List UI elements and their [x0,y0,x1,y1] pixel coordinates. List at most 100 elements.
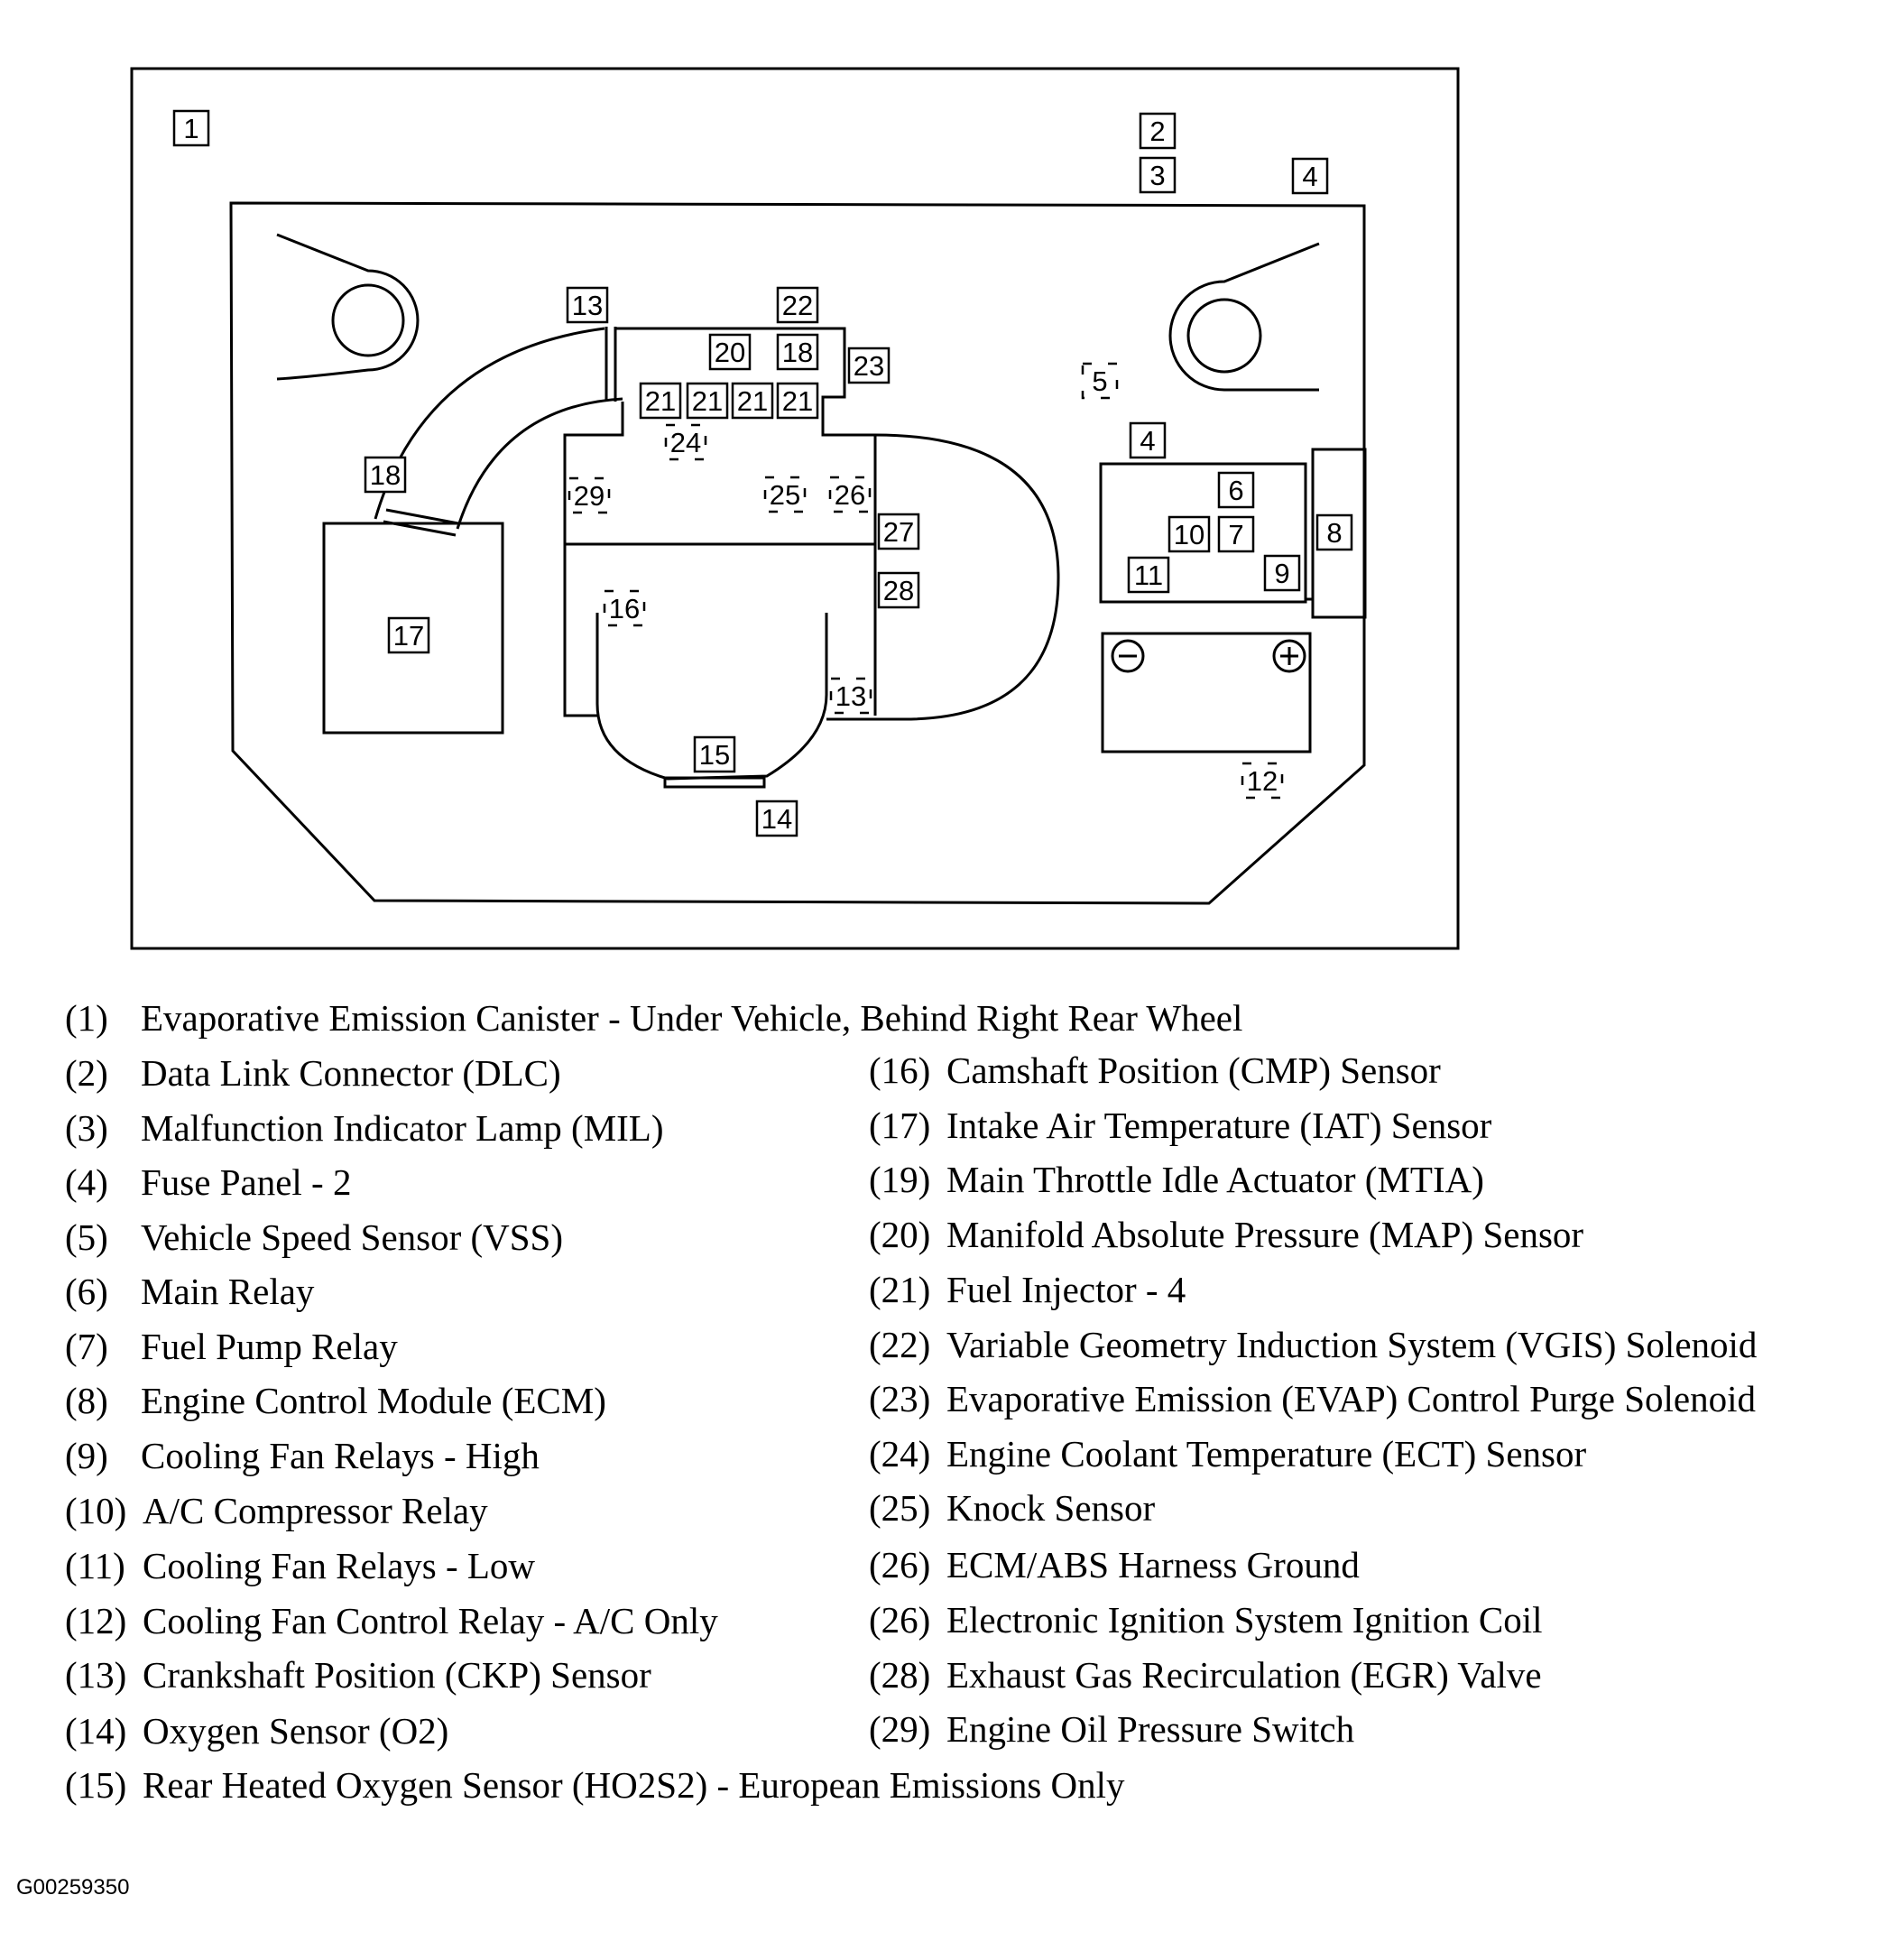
legend-text: Main Throttle Idle Actuator (MTIA) [946,1159,1484,1200]
legend-item: (5)Vehicle Speed Sensor (VSS) [65,1219,563,1256]
legend-text: Knock Sensor [946,1487,1156,1529]
legend-item: (15)Rear Heated Oxygen Sensor (HO2S2) - … [65,1767,1125,1804]
outer-frame [130,67,1460,950]
left-strut-tower [276,233,420,381]
callout-number: 11 [1134,559,1163,591]
legend-item: (25)Knock Sensor [869,1490,1155,1527]
callout-c17: 17 [387,616,430,654]
legend-number: (19) [869,1159,931,1200]
legend-item: (17)Intake Air Temperature (IAT) Sensor [869,1107,1491,1144]
legend-number: (8) [65,1380,108,1421]
fuse-relay-box [1099,462,1307,604]
legend-number: (12) [65,1600,127,1641]
callout-number: 10 [1174,519,1204,550]
engine-block [563,544,597,717]
callout-number: 4 [1302,161,1317,192]
callout-number: 5 [1092,365,1107,397]
legend-text: Main Relay [141,1271,315,1312]
legend-text: Intake Air Temperature (IAT) Sensor [946,1105,1492,1146]
legend-item: (1) Evaporative Emission Canister - Under… [65,1000,1242,1037]
callout-number: 7 [1228,519,1243,550]
legend-item: (8) Engine Control Module (ECM) [65,1382,606,1419]
callout-c26: 26 [828,476,872,513]
legend-text: Oxygen Sensor (O2) [143,1710,449,1752]
callout-c20: 20 [708,333,752,371]
callout-c28: 28 [877,571,920,609]
callout-number: 18 [782,337,813,368]
callout-c4b: 4 [1129,421,1167,459]
legend-number: (20) [869,1214,931,1255]
legend-item: (14) Oxygen Sensor (O2) [65,1713,448,1750]
callout-number: 20 [715,337,745,368]
legend-number: (1) [65,997,108,1039]
callout-c21d: 21 [776,382,819,420]
callout-number: 4 [1140,425,1155,457]
transaxle [826,433,1060,721]
legend-text: Exhaust Gas Recirculation (EGR) Valve [946,1654,1542,1696]
legend-text: Cooling Fan Relays - Low [143,1545,536,1586]
legend-number: (2) [65,1052,108,1094]
legend-text: Engine Control Module (ECM) [141,1380,606,1421]
legend-text: Fuse Panel - 2 [141,1161,352,1203]
callout-number: 9 [1274,558,1289,589]
legend-text: Manifold Absolute Pressure (MAP) Sensor [946,1214,1584,1255]
callout-number: 13 [572,290,603,321]
callout-number: 23 [854,350,884,382]
callout-number: 2 [1149,116,1165,147]
legend-item: (26)ECM/ABS Harness Ground [869,1547,1360,1584]
legend-number: (16) [869,1049,931,1091]
legend-item: (9)Cooling Fan Relays - High [65,1438,540,1475]
legend-number: (6) [65,1271,108,1312]
legend-text: A/C Compressor Relay [143,1490,488,1531]
callout-c12: 12 [1241,762,1284,800]
callout-number: 24 [670,427,701,458]
legend-number: (24) [869,1433,931,1475]
callout-c10: 10 [1168,515,1211,553]
callout-number: 18 [370,459,401,491]
callout-c2: 2 [1139,112,1177,150]
legend-number: (23) [869,1378,931,1419]
legend-number: (13) [65,1654,127,1696]
callout-number: 25 [770,479,800,511]
legend-number: (14) [65,1710,127,1752]
legend-number: (22) [869,1324,931,1365]
callout-number: 21 [737,385,768,417]
callout-c9: 9 [1263,554,1301,592]
legend-text: Electronic Ignition System Ignition Coil [946,1599,1543,1641]
legend-text: Evaporative Emission Canister - Under Ve… [141,997,1243,1039]
legend-text: Engine Oil Pressure Switch [946,1708,1355,1750]
callout-c15: 15 [693,735,736,773]
callout-c21c: 21 [731,382,774,420]
ecm-housing [1311,448,1367,619]
callout-number: 21 [692,385,723,417]
figure-id: G00259350 [16,1875,130,1900]
legend-item: (6) Main Relay [65,1273,314,1310]
engine-compartment-outline [229,201,1366,905]
legend-number: (11) [65,1545,125,1586]
callout-c18a: 18 [364,456,407,494]
air-filter-box [322,522,504,735]
legend-text: Fuel Pump Relay [141,1326,398,1367]
callout-c7: 7 [1217,515,1255,553]
legend-number: (28) [869,1654,931,1696]
callout-number: 21 [782,385,813,417]
legend-number: (4) [65,1161,108,1203]
legend-item: (21)Fuel Injector - 4 [869,1271,1186,1308]
legend-number: (21) [869,1269,931,1310]
legend-text: Cooling Fan Control Relay - A/C Only [143,1600,718,1641]
callout-number: 21 [645,385,676,417]
callout-c13b: 13 [829,677,872,715]
legend-text: Variable Geometry Induction System (VGIS… [946,1324,1758,1365]
legend-text: Rear Heated Oxygen Sensor (HO2S2) - Euro… [143,1764,1125,1806]
callout-c13a: 13 [566,286,609,324]
legend-item: (26) Electronic Ignition System Ignition … [869,1602,1542,1639]
callout-c5: 5 [1081,362,1119,400]
callout-c1: 1 [172,109,210,147]
legend-number: (5) [65,1216,108,1258]
legend-item: (23)Evaporative Emission (EVAP) Control … [869,1381,1756,1418]
legend-number: (26) [869,1599,931,1641]
legend-text: Camshaft Position (CMP) Sensor [946,1049,1441,1091]
callout-number: 15 [699,739,730,771]
legend-text: Malfunction Indicator Lamp (MIL) [141,1107,664,1149]
